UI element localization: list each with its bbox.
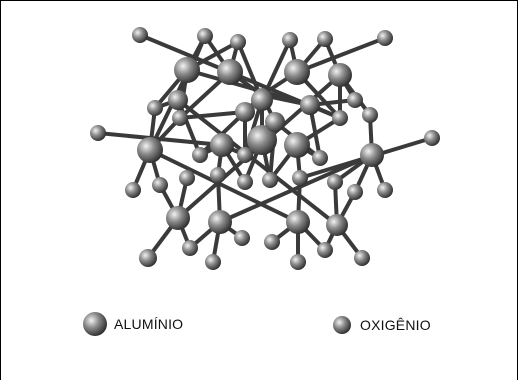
oxygen-atom [132, 27, 148, 43]
aluminum-atom [284, 59, 310, 85]
bond [148, 148, 300, 224]
oxygen-atom [312, 150, 328, 166]
oxygen-atom [377, 182, 393, 198]
oxygen-atom [172, 110, 188, 126]
oxygen-atom [197, 28, 213, 44]
oxygen-atom [332, 110, 348, 126]
oxygen-atom [139, 249, 157, 267]
aluminum-atom [265, 112, 285, 132]
oxygen-atom [290, 254, 306, 270]
oxygen-atom [234, 230, 250, 246]
legend-aluminum: ALUMÍNIO [80, 309, 183, 339]
oxygen-atom [210, 167, 226, 183]
bond [185, 68, 312, 107]
bond [176, 98, 339, 227]
legend-oxygen: OXIGÊNIO [330, 313, 431, 337]
oxygen-atom [237, 174, 253, 190]
oxygen-atom [147, 100, 163, 116]
legend-oxygen-label: OXIGÊNIO [360, 317, 431, 333]
aluminum-atom [208, 210, 232, 234]
legend-aluminum-label: ALUMÍNIO [114, 316, 184, 332]
aluminum-atom [247, 125, 277, 155]
aluminum-atom [174, 57, 200, 83]
oxygen-atom [292, 170, 308, 186]
aluminum-atom [328, 63, 352, 87]
oxygen-atom [354, 250, 370, 266]
oxygen-atom [182, 240, 198, 256]
oxygen-atom [262, 172, 278, 188]
aluminum-atom [166, 206, 190, 230]
aluminum-atom [284, 132, 310, 158]
aluminum-atom [360, 143, 384, 167]
oxygen-atom [264, 234, 280, 250]
oxygen-atom [282, 32, 298, 48]
oxygen-atom [377, 30, 393, 46]
oxygen-atom [152, 177, 168, 193]
bond [178, 110, 247, 120]
atoms [90, 27, 440, 270]
oxygen-atom [362, 107, 378, 123]
oxygen-atom [317, 242, 333, 258]
oxygen-sphere-icon [333, 316, 351, 334]
aluminum-atom [286, 210, 310, 234]
aluminum-atom [235, 102, 255, 122]
aluminum-atom [251, 89, 273, 111]
aluminum-atom [326, 214, 348, 236]
oxygen-atom [424, 130, 440, 146]
oxygen-atom [237, 147, 253, 163]
bond [295, 36, 387, 74]
aluminum-atom [168, 90, 188, 110]
oxygen-atom [347, 92, 363, 108]
oxygen-atom [179, 170, 195, 186]
bond [96, 131, 224, 147]
oxygen-atom [90, 125, 106, 141]
aluminum-sphere-icon [83, 312, 107, 336]
aluminum-atom [300, 95, 320, 115]
bond [218, 153, 374, 224]
oxygen-atom [230, 34, 246, 50]
oxygen-atom [317, 31, 333, 47]
aluminum-atom [137, 137, 163, 163]
aluminum-atom [217, 59, 243, 85]
oxygen-atom [327, 174, 343, 190]
oxygen-atom [125, 182, 141, 198]
oxygen-atom [347, 184, 363, 200]
oxygen-atom [205, 254, 221, 270]
aluminum-atom [210, 133, 234, 157]
oxygen-atom [192, 147, 208, 163]
